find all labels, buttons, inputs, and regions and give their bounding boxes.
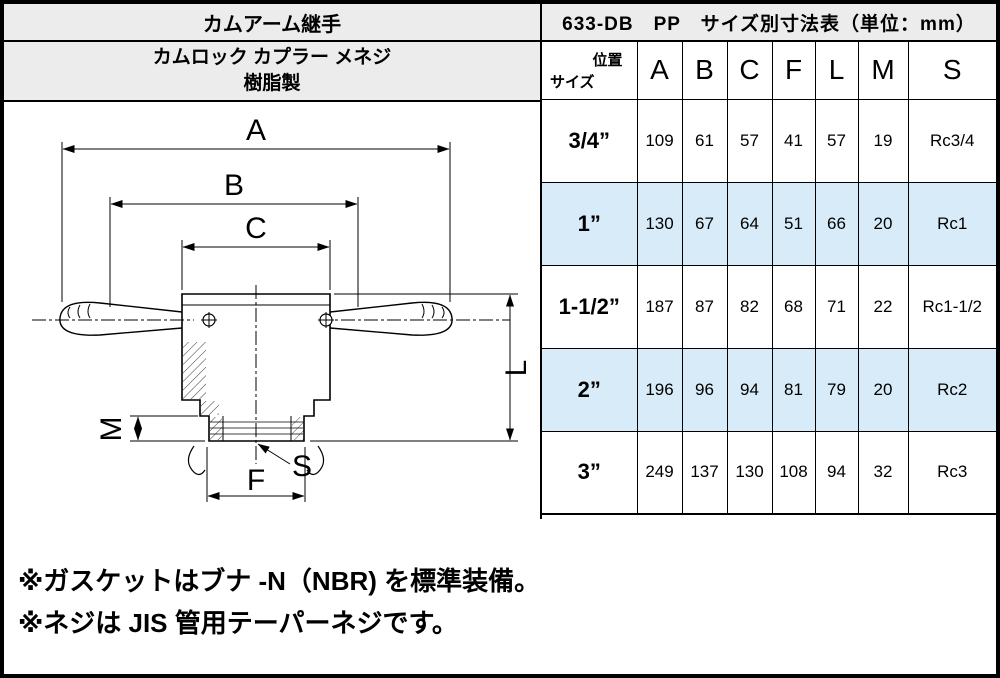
value-cell: 20 [857, 347, 909, 432]
product-category-label: カムアーム継手 [202, 13, 342, 36]
value-cell: Rc1-1/2 [907, 264, 998, 349]
value-cell: 130 [636, 181, 683, 266]
row-size-label: 1-1/2” [540, 264, 638, 349]
table-row: 2” 196 96 94 81 79 20 Rc2 [540, 347, 998, 432]
table-row: 3” 249 137 130 108 94 32 Rc3 [540, 430, 998, 515]
dimension-table: 位置 サイズ A B C F L M S 3/4” 109 61 57 41 5… [540, 40, 998, 515]
horizontal-divider-top [4, 40, 996, 42]
value-cell: 57 [726, 98, 773, 183]
product-category-cell: カムアーム継手 [4, 4, 540, 40]
horizontal-divider-name [4, 100, 542, 102]
safety-clip-left [187, 445, 206, 476]
note-line-2: ※ネジは JIS 管用テーパーネジです。 [18, 608, 458, 638]
note-line-1: ※ガスケットはブナ -N（NBR) を標準装備。 [18, 566, 541, 596]
dim-label-c: C [245, 212, 267, 245]
row-size-label: 2” [540, 347, 638, 432]
value-cell: 249 [636, 430, 683, 515]
value-cell: 137 [681, 430, 728, 515]
column-header: L [814, 40, 859, 100]
value-cell: Rc3/4 [907, 98, 998, 183]
table-title-label: 633-DB PP サイズ別寸法表（単位：mm） [562, 13, 976, 35]
table-title-cell: 633-DB PP サイズ別寸法表（単位：mm） [542, 4, 996, 40]
dim-label-s: S [292, 450, 312, 483]
value-cell: 109 [636, 98, 683, 183]
value-cell: 66 [814, 181, 859, 266]
value-cell: 82 [726, 264, 773, 349]
value-cell: 64 [726, 181, 773, 266]
corner-label-position: 位置 [592, 52, 623, 69]
value-cell: Rc2 [907, 347, 998, 432]
row-size-label: 3/4” [540, 98, 638, 183]
table-row: 1” 130 67 64 51 66 20 Rc1 [540, 181, 998, 266]
notes: ※ガスケットはブナ -N（NBR) を標準装備。 ※ネジは JIS 管用テーパー… [18, 560, 540, 644]
value-cell: 79 [814, 347, 859, 432]
corner-header-cell: 位置 サイズ [540, 40, 638, 100]
value-cell: 196 [636, 347, 683, 432]
value-cell: 108 [771, 430, 816, 515]
dim-label-a: A [246, 114, 266, 147]
cam-arm-right [329, 301, 453, 336]
value-cell: 81 [771, 347, 816, 432]
value-cell: Rc3 [907, 430, 998, 515]
table-row: 1-1/2” 187 87 82 68 71 22 Rc1-1/2 [540, 264, 998, 349]
table-header-row: 位置 サイズ A B C F L M S [540, 40, 998, 100]
technical-drawing: A B C L M S F [4, 102, 540, 558]
column-header: C [726, 40, 773, 100]
cam-arm-left [59, 301, 183, 336]
product-name-line1: カムロック カプラー メネジ [152, 47, 392, 68]
value-cell: 61 [681, 98, 728, 183]
column-header: S [907, 40, 998, 100]
value-cell: 68 [771, 264, 816, 349]
value-cell: Rc1 [907, 181, 998, 266]
product-name-cell: カムロック カプラー メネジ 樹脂製 [4, 42, 540, 100]
value-cell: 187 [636, 264, 683, 349]
value-cell: 32 [857, 430, 909, 515]
value-cell: 20 [857, 181, 909, 266]
value-cell: 130 [726, 430, 773, 515]
row-size-label: 1” [540, 181, 638, 266]
dim-label-l: L [500, 360, 533, 377]
dim-label-m: M [95, 417, 128, 442]
value-cell: 96 [681, 347, 728, 432]
column-header: M [857, 40, 909, 100]
value-cell: 57 [814, 98, 859, 183]
product-name-line2: 樹脂製 [243, 73, 301, 94]
value-cell: 87 [681, 264, 728, 349]
value-cell: 94 [726, 347, 773, 432]
value-cell: 51 [771, 181, 816, 266]
value-cell: 67 [681, 181, 728, 266]
coupler-diagram: A B C L M S F [32, 114, 533, 502]
coupler-body [59, 293, 453, 476]
dim-label-f: F [247, 464, 265, 497]
safety-clip-right [306, 445, 325, 476]
section-hatching [183, 342, 304, 440]
value-cell: 19 [857, 98, 909, 183]
value-cell: 22 [857, 264, 909, 349]
corner-label-size: サイズ [550, 73, 595, 91]
value-cell: 94 [814, 430, 859, 515]
column-header: B [681, 40, 728, 100]
dimension-lines [61, 142, 518, 502]
table-row: 3/4” 109 61 57 41 57 19 Rc3/4 [540, 98, 998, 183]
value-cell: 41 [771, 98, 816, 183]
column-header: A [636, 40, 683, 100]
dim-label-b: B [224, 169, 244, 202]
row-size-label: 3” [540, 430, 638, 515]
value-cell: 71 [814, 264, 859, 349]
column-header: F [771, 40, 816, 100]
